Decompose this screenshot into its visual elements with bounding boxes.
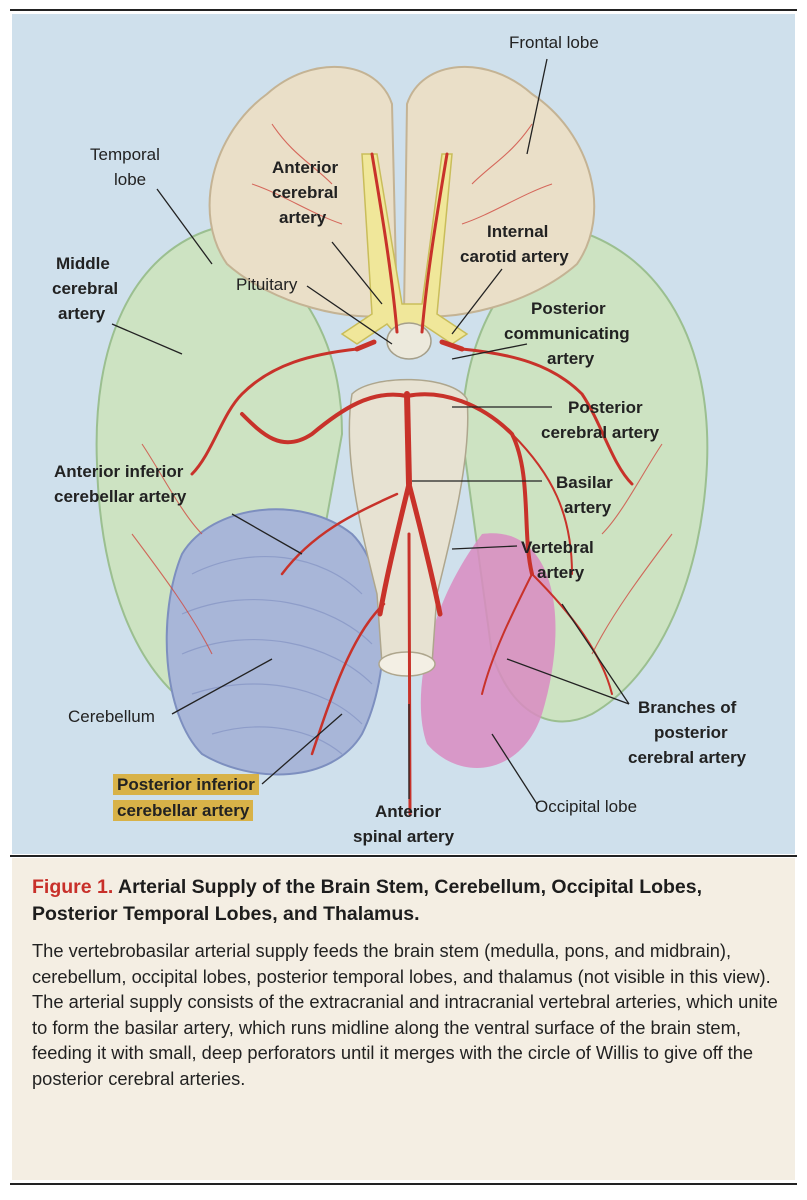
olfactory-tracts (340, 153, 469, 346)
pica-vessel (310, 602, 386, 756)
label-aica-line2: cerebellar artery (54, 487, 187, 506)
label-temporal-lobe-line2: lobe (114, 170, 147, 189)
label-anterior-spinal-line1: Anterior (375, 802, 442, 821)
internal-carotid-left (354, 339, 377, 352)
pca-branches (481, 433, 613, 695)
label-branches-pca-line2: posterior (654, 723, 728, 742)
caption-body: The vertebrobasilar arterial supply feed… (32, 940, 778, 1089)
aica-vessel (280, 492, 399, 576)
label-pica-line2: cerebellar artery (113, 798, 254, 823)
label-occipital-lobe: Occipital lobe (535, 797, 638, 816)
anterior-spinal-artery-vessel (407, 532, 412, 816)
label-internal-carotid-line2: carotid artery (460, 247, 569, 266)
occipital-lobe-highlight (420, 533, 556, 768)
brain-stem (348, 378, 469, 665)
label-anterior-cerebral-line1: Anterior (272, 158, 339, 177)
internal-carotid-right (439, 339, 465, 352)
label-branches-pca-line1: Branches of (638, 698, 737, 717)
label-posterior-communicating-line2: communicating (504, 324, 630, 343)
label-basilar-line1: Basilar (556, 473, 613, 492)
label-middle-cerebral-line3: artery (58, 304, 106, 323)
label-vertebral-line1: Vertebral (521, 538, 594, 557)
vertebral-artery-vessel-left (377, 481, 412, 617)
label-anterior-cerebral-line2: cerebral (272, 183, 339, 202)
vertebral-artery-vessel-right (406, 481, 443, 617)
brain-drawing (95, 58, 709, 816)
label-anterior-cerebral-line3: artery (279, 208, 327, 227)
label-middle-cerebral-line1: Middle (56, 254, 110, 273)
label-cerebellum: Cerebellum (68, 707, 155, 726)
brain-illustration: Frontal lobe Temporal lobe Anterior cere… (12, 14, 795, 854)
posterior-cerebral-vessel-left (240, 392, 409, 445)
label-branches-pca-line3: cerebral artery (628, 748, 747, 767)
label-temporal-lobe-line1: Temporal (90, 145, 160, 164)
label-posterior-cerebral-line2: cerebral artery (541, 423, 660, 442)
caption-rule (10, 855, 797, 857)
cerebellum-shape (165, 508, 385, 776)
label-posterior-cerebral-line1: Posterior (568, 398, 643, 417)
figure-number: Figure 1. (32, 876, 114, 898)
middle-cerebral-vessel-left (190, 347, 359, 476)
label-pituitary: Pituitary (236, 275, 298, 294)
label-frontal-lobe: Frontal lobe (509, 33, 599, 52)
label-aica-line1: Anterior inferior (54, 462, 184, 481)
bottom-rule (10, 1183, 797, 1185)
label-anterior-spinal-line2: spinal artery (353, 827, 455, 846)
basilar-artery-vessel (404, 391, 412, 487)
caption-title-block: Figure 1. Arterial Supply of the Brain S… (32, 874, 782, 928)
label-internal-carotid-line1: Internal (487, 222, 549, 241)
label-posterior-communicating-line3: artery (547, 349, 595, 368)
label-middle-cerebral-line2: cerebral (52, 279, 119, 298)
left-frontal-lobe (208, 65, 399, 318)
figure-caption: Figure 1. Arterial Supply of the Brain S… (12, 858, 795, 1180)
pituitary-gland (386, 322, 432, 360)
label-vertebral-line2: artery (537, 563, 585, 582)
label-basilar-line2: artery (564, 498, 612, 517)
caption-title: Arterial Supply of the Brain Stem, Cereb… (32, 876, 703, 925)
middle-cerebral-vessel-right (460, 347, 634, 486)
top-rule (10, 9, 797, 11)
anterior-cerebral-vessel (370, 152, 449, 334)
label-posterior-communicating-line1: Posterior (531, 299, 606, 318)
right-frontal-lobe (402, 65, 596, 318)
label-pica-line1: Posterior inferior (113, 772, 259, 797)
